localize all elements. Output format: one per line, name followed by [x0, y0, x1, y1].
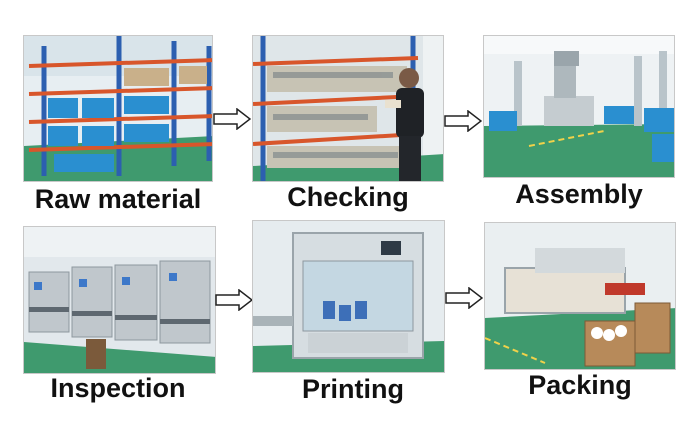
right-arrow-icon [215, 289, 253, 311]
assembly-line-photo [483, 35, 675, 178]
shrink-wrap-packing-photo [484, 222, 676, 370]
warehouse-shelving-photo [23, 35, 213, 182]
step-label-raw-material: Raw material [34, 184, 202, 214]
step-label-inspection: Inspection [50, 373, 186, 403]
worker-checking-stock-photo [252, 35, 444, 182]
right-arrow-icon [444, 110, 482, 132]
printing-machine-photo [252, 220, 445, 373]
step-label-printing: Printing [302, 374, 404, 404]
step-label-assembly: Assembly [515, 179, 643, 209]
step-label-checking: Checking [287, 182, 409, 212]
step-label-packing: Packing [528, 370, 632, 400]
right-arrow-icon [445, 287, 483, 309]
right-arrow-icon [213, 108, 251, 130]
inspection-machines-photo [23, 226, 216, 374]
